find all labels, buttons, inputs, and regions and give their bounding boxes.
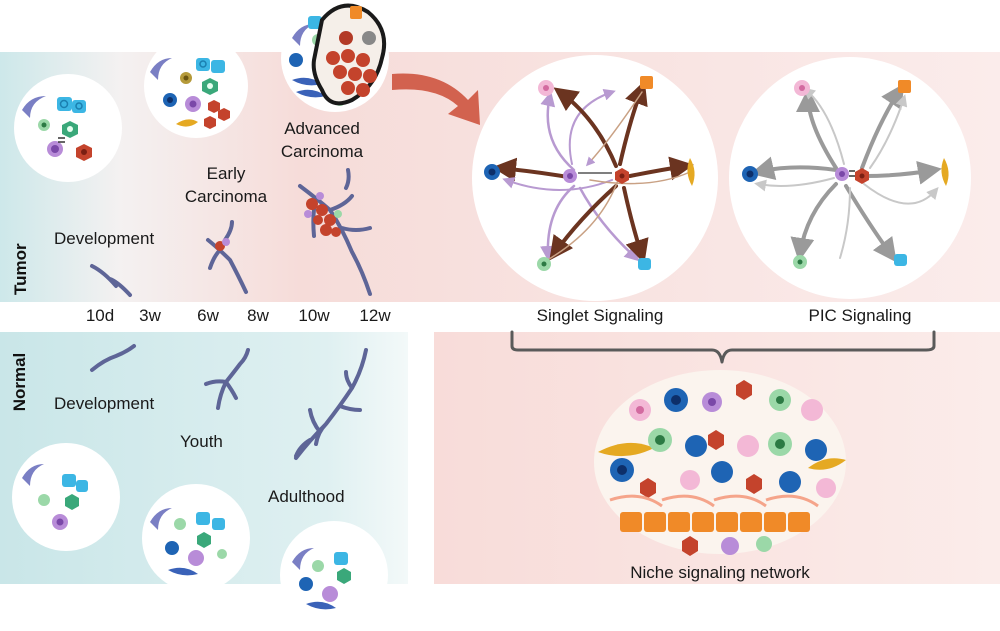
niche-network (594, 370, 846, 556)
normal-adult-cells (280, 521, 388, 629)
timeline-tick: 6w (197, 306, 219, 325)
grouping-brace (510, 330, 936, 364)
singlet-signaling-label: Singlet Signaling (536, 306, 664, 325)
adulthood-label: Adulthood (268, 487, 345, 506)
tumor-side-label: Tumor (11, 243, 30, 295)
singlet-signaling-circle (472, 55, 718, 301)
tumor-dev-cells (14, 74, 122, 182)
early-carcinoma-label-line2: Carcinoma (184, 187, 268, 206)
tumor-development-label: Development (54, 229, 155, 248)
normal-development-label: Development (54, 394, 155, 413)
normal-dev-cells (12, 443, 120, 551)
advanced-carcinoma-label-line1: Advanced (284, 119, 360, 138)
early-tumor-mass (215, 238, 230, 251)
advanced-carcinoma-label-line2: Carcinoma (280, 142, 364, 161)
tumor-advanced-cells (281, 3, 389, 112)
timeline-tick: 10w (298, 306, 330, 325)
advanced-tumor-mass (304, 192, 342, 237)
normal-youth-cells (142, 484, 250, 592)
timeline-tick: 3w (139, 306, 161, 325)
pic-signaling-circle (729, 57, 971, 299)
tumor-early-cells (144, 34, 248, 138)
pic-signaling-label: PIC Signaling (808, 306, 912, 325)
early-carcinoma-label-line1: Early (206, 164, 246, 183)
timeline-tick: 10d (85, 306, 115, 325)
niche-signaling-label: Niche signaling network (630, 563, 810, 582)
timeline-tick: 12w (359, 306, 391, 325)
normal-ducts (90, 344, 368, 460)
timeline-tick: 8w (247, 306, 269, 325)
transition-arrow (392, 73, 480, 125)
youth-label: Youth (180, 432, 223, 451)
normal-side-label: Normal (10, 352, 29, 412)
